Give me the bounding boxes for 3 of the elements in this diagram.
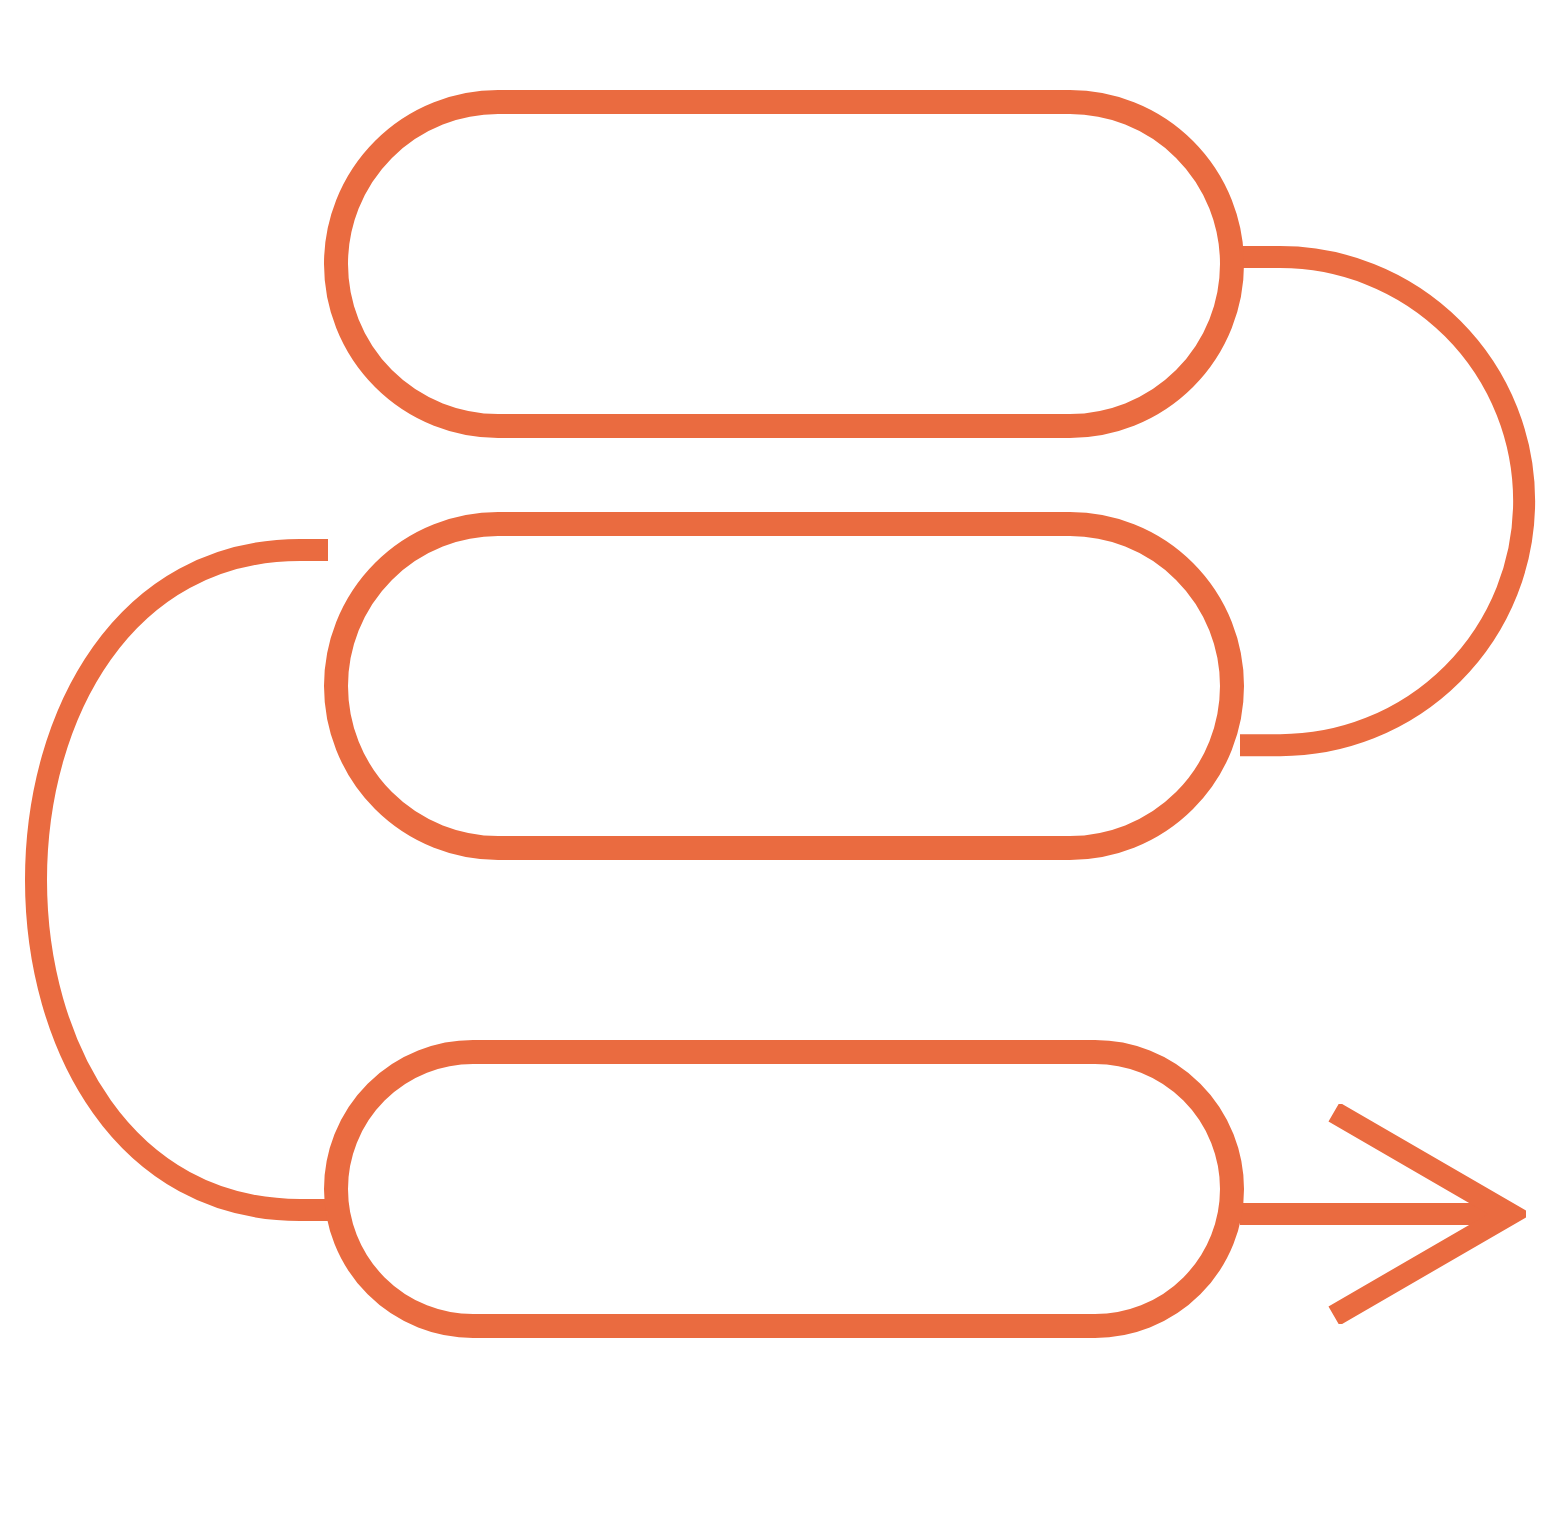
arrow [1240, 1101, 1521, 1327]
connector-line [1240, 246, 1535, 757]
connector-line [25, 539, 332, 1221]
